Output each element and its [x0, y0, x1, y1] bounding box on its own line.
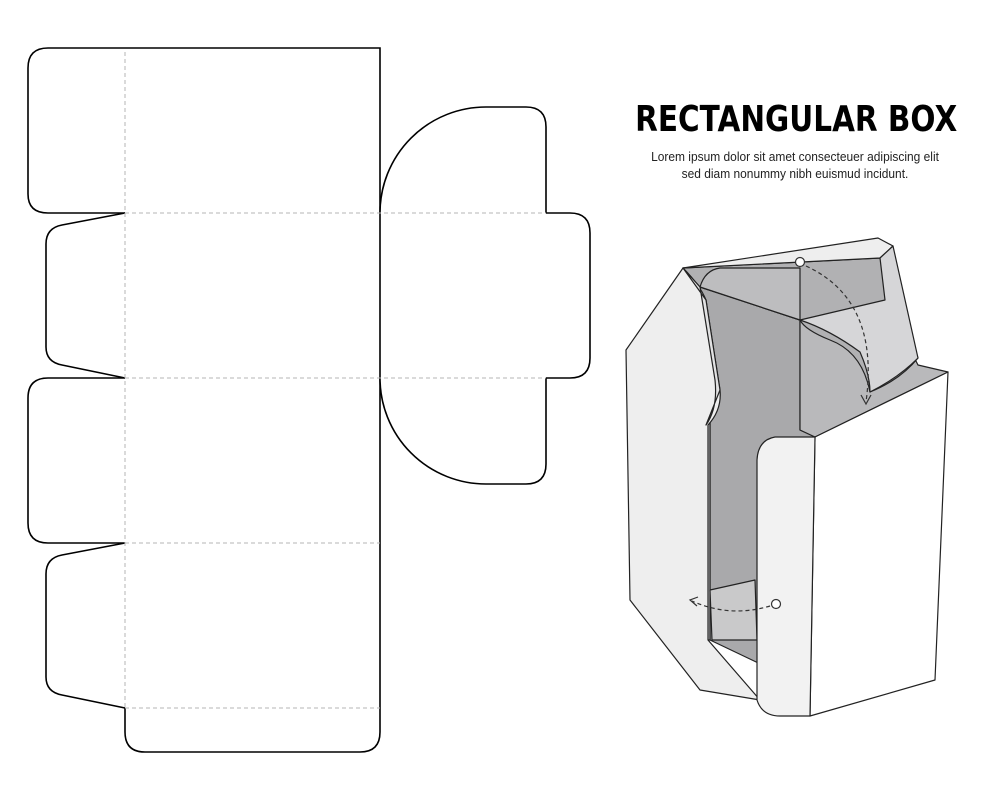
box-inner-ceiling — [699, 267, 801, 321]
right-tuck-top — [379, 106, 547, 214]
curved-dashed-arrow-icon-bottom — [688, 596, 782, 612]
left-flap-2 — [45, 212, 126, 379]
curved-dashed-arrow-icon — [794, 256, 872, 406]
main-column-outline — [124, 47, 381, 753]
left-flap-3 — [27, 377, 125, 544]
subtitle-line-2: sed diam nonummy nibh euismud incidunt. — [681, 166, 909, 181]
fold-lines — [124, 52, 546, 709]
left-flap-4 — [45, 542, 126, 709]
box-bottom-shelf — [709, 579, 758, 641]
dieline — [27, 47, 591, 753]
top-left-flap — [27, 47, 125, 214]
box-3d — [625, 237, 949, 717]
box-lid-flap — [799, 245, 919, 393]
box-left-fold — [682, 267, 721, 426]
diagram-subtitle: Lorem ipsum dolor sit amet consecteuer a… — [616, 148, 975, 182]
right-side-tab — [546, 212, 591, 379]
right-tuck-bottom — [379, 377, 547, 485]
subtitle-line-1: Lorem ipsum dolor sit amet consecteuer a… — [651, 149, 939, 164]
box-front-tab — [756, 436, 816, 717]
diagram-title: RECTANGULAR BOX — [635, 99, 958, 140]
